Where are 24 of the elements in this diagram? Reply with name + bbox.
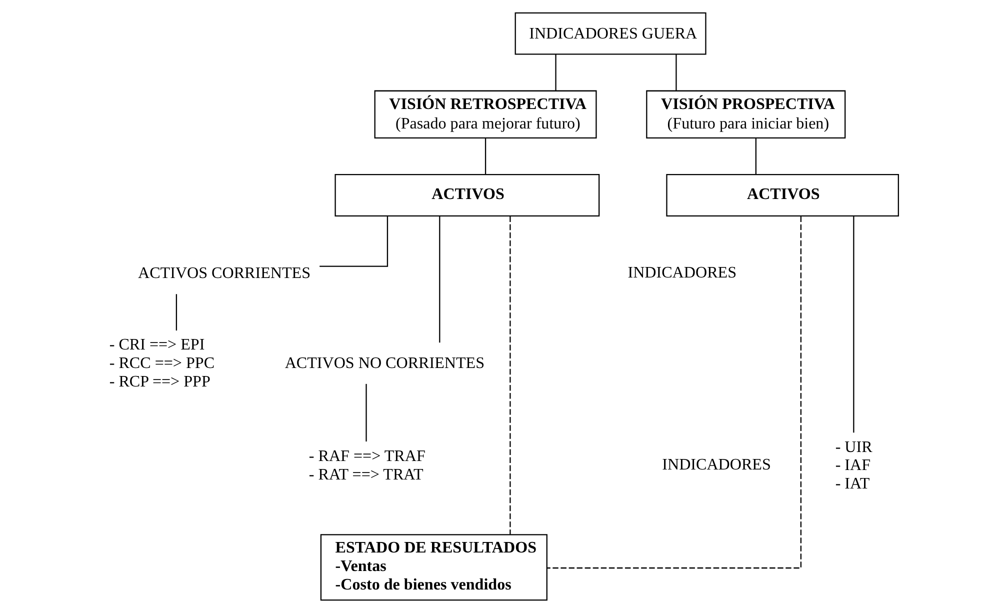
connector [484,138,486,174]
connector [320,216,388,267]
node-box: VISIÓN PROSPECTIVA (Futuro para iniciar bien) [646,90,846,138]
connector [176,294,178,331]
node-box: ACTIVOS [666,174,899,216]
connector [555,54,556,91]
connector [510,216,511,534]
node-text: - RAF ==> TRAF - RAT ==> TRAT [308,448,426,484]
connector [547,216,802,569]
node-text: - CRI ==> EPI - RCC ==> PPC - RCP ==> PPP [109,336,215,390]
connector [439,216,440,343]
connector [676,54,677,91]
node-text: ACTIVOS CORRIENTES [138,265,311,282]
node-box: VISIÓN RETROSPECTIVA (Pasado para mejorar futuro) [374,90,597,138]
node-text: - UIR - IAF - IAT [835,438,872,493]
label: INDICADORES [662,456,771,474]
node-box: ESTADO DE RESULTADOS -Ventas -Costo de bienes vendidos [320,534,548,601]
connector [853,216,854,433]
node-text: ACTIVOS NO CORRIENTES [284,355,485,372]
connector [755,138,756,174]
node-box: ACTIVOS [334,174,600,216]
connector [366,384,367,442]
node-box: INDICADORES GUERA [514,12,706,55]
label: INDICADORES [628,264,737,282]
